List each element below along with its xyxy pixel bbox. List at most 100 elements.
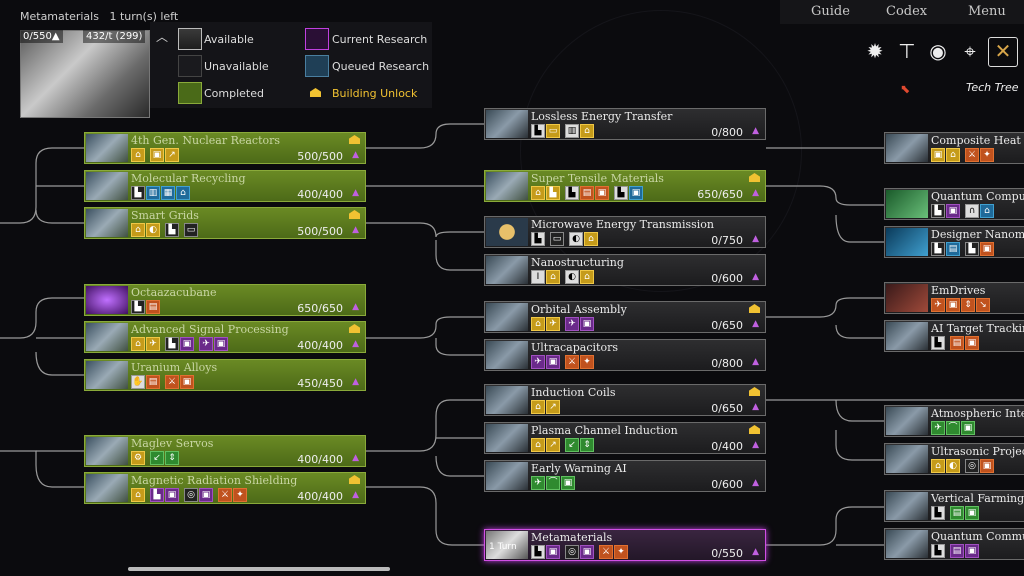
tech-node[interactable]: Microwave Energy Transmission ▙▭◐⌂ 0/750… [484, 216, 766, 248]
tech-node[interactable]: Early Warning AI ✈⌒▣ 0/600 ▲ [484, 460, 766, 492]
plane-icon: ✈ [531, 476, 545, 490]
tech-thumbnail [886, 228, 928, 256]
module-icon: ▣ [199, 488, 213, 502]
unlock-icons: ▙▥▦⌂ [131, 186, 191, 205]
tech-node[interactable]: Atmospheric Interf ✈⌒▣ [884, 405, 1024, 437]
tech-node-current[interactable]: 1 Turn Metamaterials ▙▣◎▣⚔✦ 0/550 ▲ [484, 529, 766, 561]
menu-button[interactable]: Menu [968, 4, 1006, 19]
tech-node[interactable]: Ultrasonic Projecti ⌂◐◎▣ [884, 443, 1024, 475]
tech-node[interactable]: Quantum Commu ▙▤▣ [884, 528, 1024, 560]
sun-icon[interactable]: ✹ [866, 39, 884, 63]
resource-icon: Ⅰ [531, 270, 545, 284]
tech-thumbnail [486, 303, 528, 331]
tech-node[interactable]: Plasma Channel Induction ⌂↗↙⇕ 0/400 ▲ [484, 422, 766, 454]
tech-node[interactable]: Super Tensile Materials ⌂▙▙▤▣▙▣ 650/650 … [484, 170, 766, 202]
factory-icon: ▙ [931, 242, 945, 256]
plane-icon: ✈ [931, 421, 945, 435]
tech-node[interactable]: Induction Coils ⌂↗ 0/650 ▲ [484, 384, 766, 416]
tech-node[interactable]: Magnetic Radiation Shielding ⌂▙▣◎▣⚔✦ 400… [84, 472, 366, 504]
tech-thumbnail [86, 134, 128, 162]
plane-icon: ✈ [146, 337, 160, 351]
tech-title: Composite Heat Ce [931, 134, 1024, 147]
background-emblem [520, 10, 802, 292]
tech-node[interactable]: Vertical Farming ▙▤▣ [884, 490, 1024, 522]
up-arrow-icon: ▲ [352, 188, 359, 198]
horizontal-scrollbar[interactable] [128, 567, 390, 571]
hammer-icon[interactable]: ⊤ [898, 39, 916, 63]
unlock-icons: ▙▤ [131, 300, 161, 319]
factory-icon: ▙ [614, 186, 628, 200]
tech-node[interactable]: Nanostructuring Ⅰ⌂◐⌂ 0/600 ▲ [484, 254, 766, 286]
sword-icon: ⚔ [565, 355, 579, 369]
guide-button[interactable]: Guide [811, 4, 850, 19]
legend-available: Available [204, 33, 254, 46]
crosshair-icon[interactable]: ⌖ [964, 39, 976, 63]
legend-unavailable: Unavailable [204, 60, 269, 73]
module-icon: ▣ [965, 544, 979, 558]
tech-node[interactable]: Orbital Assembly ⌂✈✈▣ 0/650 ▲ [484, 301, 766, 333]
factory-icon: ▙ [131, 186, 145, 200]
hand-icon: ✋ [131, 375, 145, 389]
tech-thumbnail [486, 110, 528, 138]
factory-icon: ▙ [931, 544, 945, 558]
eye-icon[interactable]: ◉ [929, 39, 947, 63]
resource-icon: ◐ [569, 232, 583, 246]
tech-node[interactable]: Designer Nanomat ▙▤▙▣ [884, 226, 1024, 258]
tech-node[interactable]: Maglev Servos ⚙↙⇕ 400/400 ▲ [84, 435, 366, 467]
unlock-icons: ⌂◐◎▣ [931, 459, 995, 478]
arch-icon: ∩ [965, 204, 979, 218]
tech-title: Maglev Servos [131, 437, 214, 450]
tech-node[interactable]: Composite Heat Ce ▣⌂⚔✦ [884, 132, 1024, 164]
swatch-current [305, 28, 329, 50]
tech-title: Smart Grids [131, 209, 199, 222]
tech-title: Quantum Commu [931, 530, 1024, 543]
unlock-icons: ✈⌒▣ [531, 476, 576, 495]
tech-title: Early Warning AI [531, 462, 627, 475]
collapse-chevron-icon[interactable]: ︿ [156, 30, 169, 44]
building-unlock-icon [349, 135, 360, 144]
tech-node[interactable]: Advanced Signal Processing ⌂✈▙▣✈▣ 400/40… [84, 321, 366, 353]
module-icon: ▣ [546, 545, 560, 559]
tech-node[interactable]: Molecular Recycling ▙▥▦⌂ 400/400 ▲ [84, 170, 366, 202]
up-arrow-icon: ▲ [752, 234, 759, 244]
tech-tree-toggle-icon[interactable]: ✕ [988, 37, 1018, 67]
tech-thumbnail [486, 341, 528, 369]
weapon-icon: ▤ [146, 375, 160, 389]
tech-node[interactable]: Quantum Computi ▙▣∩⌂ [884, 188, 1024, 220]
tech-progress: 0/800 [711, 126, 743, 139]
plane-icon: ✈ [565, 317, 579, 331]
tech-node[interactable]: Lossless Energy Transfer ▙▭▥⌂ 0/800 ▲ [484, 108, 766, 140]
arrow-icon: ↗ [546, 400, 560, 414]
tech-node[interactable]: 4th Gen. Nuclear Reactors ⌂▣↗ 500/500 ▲ [84, 132, 366, 164]
module-icon: ▣ [214, 337, 228, 351]
current-research-panel[interactable]: Metamaterials 1 turn(s) left 0/550▲ 432/… [18, 8, 178, 118]
tech-progress: 0/650 [711, 402, 743, 415]
vehicle-icon: ▤ [950, 506, 964, 520]
tech-title: Lossless Energy Transfer [531, 110, 673, 123]
tech-title: Octaazacubane [131, 286, 217, 299]
fire-icon: ✦ [233, 488, 247, 502]
tech-node[interactable]: EmDrives ✈▣⇕↘ [884, 282, 1024, 314]
unlock-icons: ▣⌂⚔✦ [931, 148, 995, 167]
codex-button[interactable]: Codex [886, 4, 928, 19]
module-icon: ▣ [165, 488, 179, 502]
tech-node[interactable]: Ultracapacitors ✈▣⚔✦ 0/800 ▲ [484, 339, 766, 371]
battery-icon: ▭ [546, 124, 560, 138]
resource-icon: ◐ [146, 223, 160, 237]
up-down-icon: ⇕ [961, 298, 975, 312]
building-icon: ⌂ [531, 186, 545, 200]
tech-node[interactable]: AI Target Tracking ▙▤▣ [884, 320, 1024, 352]
tech-thumbnail [486, 172, 528, 200]
current-research-progress: 0/550▲ [20, 30, 63, 43]
tech-title: 4th Gen. Nuclear Reactors [131, 134, 281, 147]
unlock-icons: Ⅰ⌂◐⌂ [531, 270, 595, 289]
tech-node[interactable]: Octaazacubane ▙▤ 650/650 ▲ [84, 284, 366, 316]
unlock-icons: ⌂▙▙▤▣▙▣ [531, 186, 644, 205]
resource-icon: ◐ [565, 270, 579, 284]
tech-node[interactable]: Uranium Alloys ✋▤⚔▣ 450/450 ▲ [84, 359, 366, 391]
unlock-icons: ▙▤▣ [931, 544, 980, 563]
up-arrow-icon: ▲ [752, 478, 759, 488]
legend-current: Current Research [332, 33, 428, 46]
tech-node[interactable]: Smart Grids ⌂◐▙▭ 500/500 ▲ [84, 207, 366, 239]
building-icon: ⌂ [131, 148, 145, 162]
